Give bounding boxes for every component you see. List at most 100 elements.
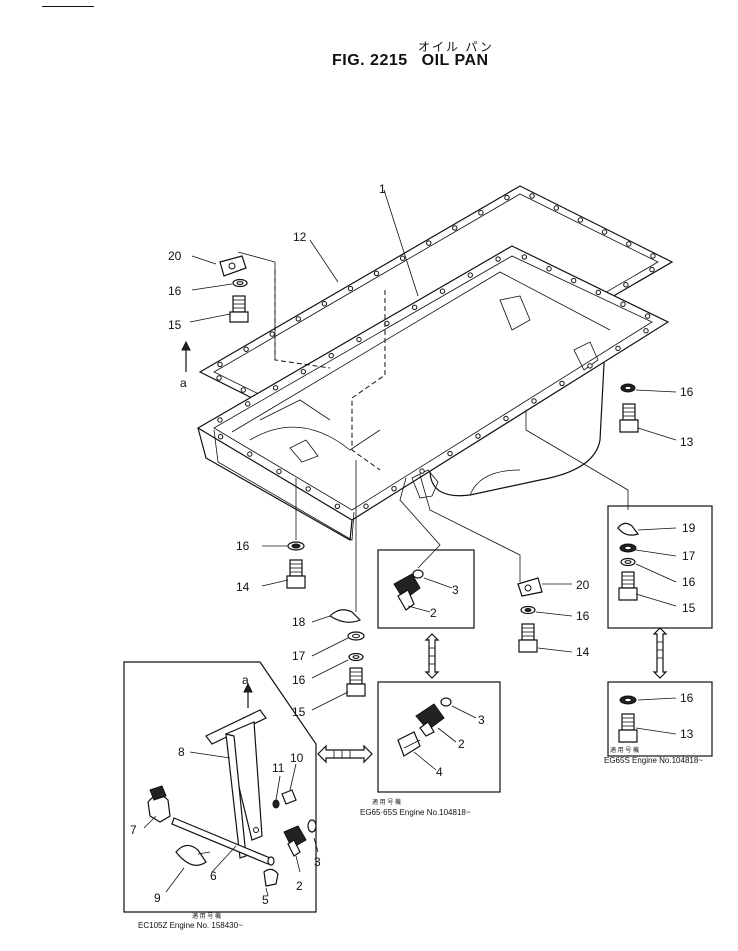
callout-4: 4 [436,765,443,779]
callout-16: 16 [680,691,694,705]
double-arrow-horizontal [317,744,373,764]
right-box-bottom [607,681,713,757]
bolt-hole [546,266,552,272]
bolt-hole [623,282,629,288]
bolt-hole [475,433,481,439]
bolt-hole [276,468,282,475]
bolt-hole [363,503,369,509]
bolt-hole [644,313,651,319]
bolt-hole [217,434,224,440]
callout-3: 3 [478,713,485,727]
page-title: FIG. 2215 OIL PAN [332,52,489,70]
bolt-hole [570,277,577,284]
bolt-hole [529,193,535,199]
bolt-hole [504,194,510,201]
bolt-hole [347,285,354,292]
drain-plug-box-top [377,549,475,629]
callout-17: 17 [682,549,696,563]
bolt-hole [601,229,608,235]
bolt-hole [587,363,593,369]
callout-10: 10 [290,751,304,765]
bolt-hole [626,241,632,247]
bracket-group-upper-left [189,255,249,323]
callout-a: a [242,673,249,687]
callout-14: 14 [576,645,590,659]
bolt-hole [426,240,432,246]
figure-number: FIG. 2215 [332,52,408,69]
note-right-text: EG65S Engine No.104818~ [604,756,703,765]
callout-12: 12 [293,230,307,244]
top-rule [42,6,94,7]
bolt-hole [559,380,565,387]
bolt-hole [245,401,251,407]
bolt-hole [356,336,362,343]
bolt-hole [216,375,222,381]
bolt-hole [467,272,473,278]
callout-2: 2 [296,879,303,893]
bolt-hole [328,352,334,359]
callout-19: 19 [682,521,696,535]
bolt-hole [247,451,253,457]
drain-plug-box-bottom [377,681,501,793]
callout-7: 7 [130,823,137,837]
callout-3: 3 [314,855,321,869]
right-box-top [607,505,713,629]
bolt-hole [495,256,501,262]
callout-11: 11 [272,761,285,775]
bolt-hole [269,331,275,337]
bolt-hole [452,225,458,231]
bolt-hole [272,385,279,391]
bolt-hole [321,301,328,307]
double-arrow-vertical-right [652,627,668,679]
callout-15: 15 [168,318,182,332]
callout-15: 15 [682,601,696,615]
bolt-hole [521,254,528,260]
bolt-hole [649,266,655,273]
bolt-hole [334,503,341,509]
note-middle-jp: 適 用 号 機 [372,798,401,806]
bolt-hole [643,328,649,334]
bolt-hole [399,255,406,261]
callout-20: 20 [168,249,182,263]
bolt-hole [305,486,311,492]
bolt-group-right [619,383,677,441]
callout-13: 13 [680,435,694,449]
bolt-hole [553,205,559,211]
callout-15: 15 [292,705,306,719]
bolt-hole [620,301,626,307]
callout-17: 17 [292,649,306,663]
callout-16: 16 [292,673,306,687]
double-arrow-vertical-center [424,633,440,679]
bolt-hole [300,368,307,375]
callout-20: 20 [576,578,590,592]
washer-stack-center-left [311,609,366,711]
callout-2: 2 [458,737,465,751]
callout-18: 18 [292,615,306,629]
bracket-group-middle [517,577,573,653]
callout-16: 16 [236,539,250,553]
callout-16: 16 [682,575,696,589]
callout-9: 9 [154,891,161,905]
bolt-hole [439,288,446,294]
callout-3: 3 [452,583,459,597]
note-right-jp: 適 用 号 機 [610,746,639,754]
bolt-hole [503,415,509,422]
bolt-hole [447,450,453,457]
bolt-hole [240,387,246,393]
bolt-hole [411,304,418,311]
callout-16: 16 [168,284,182,298]
note-left-jp: 適 用 号 機 [192,912,221,920]
bolt-hole [615,345,621,352]
bolt-hole [478,210,484,216]
bolt-hole [577,217,584,223]
view-arrow-a [181,340,191,372]
bolt-hole [243,346,249,352]
figure-name: OIL PAN [421,52,489,69]
bolt-hole [295,316,301,322]
title-japanese: オイル パン [418,40,494,54]
callout-5: 5 [262,893,269,907]
callout-a: a [180,376,187,390]
callout-16: 16 [576,609,590,623]
bolt-hole [419,468,425,474]
